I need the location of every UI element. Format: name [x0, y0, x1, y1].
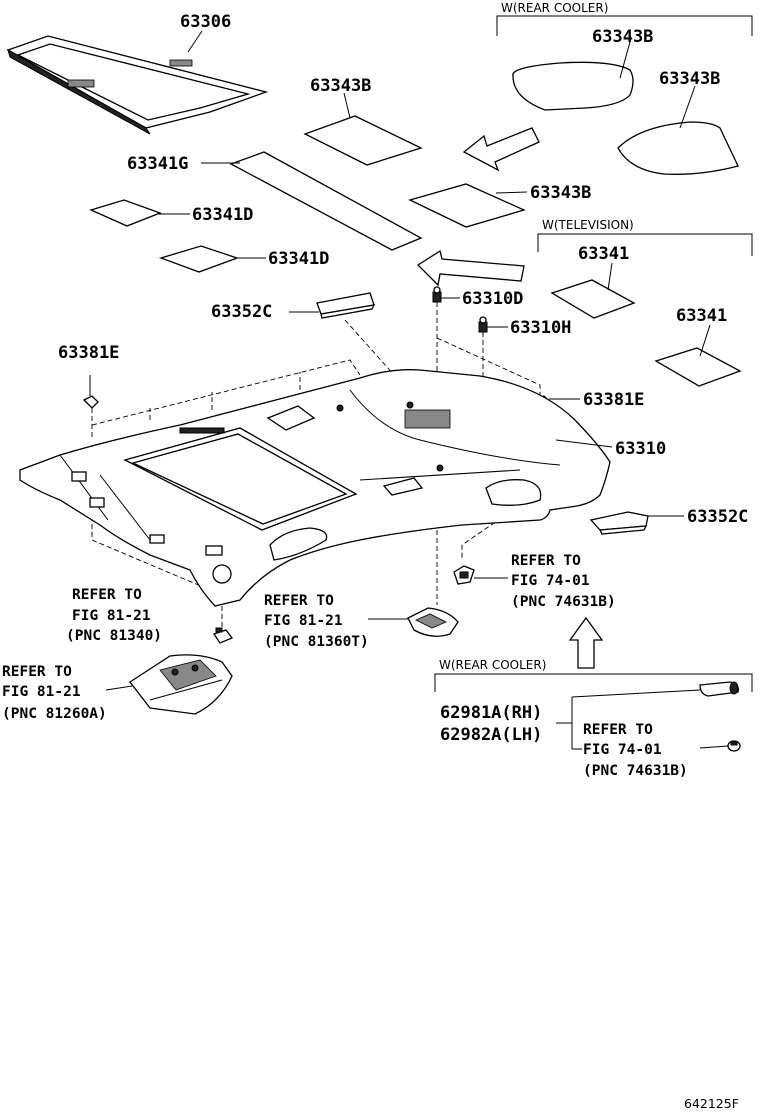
- label-63310d: 63310D: [462, 289, 523, 309]
- ref-block-74631b-lower[interactable]: REFER TO FIG 74-01 (PNC 74631B): [583, 722, 688, 779]
- pad-63343b-right[interactable]: [408, 183, 526, 228]
- pad-63343b-rear-b[interactable]: [617, 121, 739, 175]
- ref-block-81260a[interactable]: REFER TO FIG 81-21 (PNC 81260A): [2, 664, 107, 722]
- pad-63341-tv-b[interactable]: [654, 347, 742, 387]
- clip-63310h[interactable]: [478, 316, 488, 333]
- label-63341d-b: 63341D: [268, 249, 329, 269]
- label-63310h: 63310H: [510, 318, 571, 338]
- pad-63341d-a[interactable]: [89, 199, 162, 227]
- sunshade-63306[interactable]: [6, 35, 269, 135]
- strip-63341g[interactable]: [229, 151, 423, 251]
- label-63343b-c: 63343B: [310, 76, 371, 96]
- catalog-id: 642125F: [684, 1096, 739, 1111]
- ref-81340-line1: REFER TO: [72, 587, 142, 603]
- label-63341-b: 63341: [676, 306, 727, 326]
- overhead-console-81260a[interactable]: [129, 654, 233, 715]
- absorber-63352c-upper[interactable]: [316, 292, 376, 319]
- duct-62981a[interactable]: [699, 681, 739, 697]
- ref-81360t-line3: (PNC 81360T): [264, 634, 369, 650]
- vent-register-74631b[interactable]: [453, 565, 475, 585]
- group-header-television: W(TELEVISION): [542, 218, 634, 232]
- ref-74631b-lower-line1: REFER TO: [583, 722, 653, 738]
- ref-74631b-lower-line2: FIG 74-01: [583, 742, 662, 758]
- ref-block-81340[interactable]: REFER TO FIG 81-21 (PNC 81340): [66, 587, 162, 644]
- ref-74631b-upper-line3: (PNC 74631B): [511, 594, 616, 610]
- label-63343b-b: 63343B: [659, 69, 720, 89]
- group-header-rear-cooler-bottom: W(REAR COOLER): [439, 658, 546, 672]
- lamp-81340[interactable]: [212, 627, 234, 644]
- ref-81260a-line3: (PNC 81260A): [2, 706, 107, 722]
- ref-74631b-lower-line3: (PNC 74631B): [583, 763, 688, 779]
- label-63352c-lower: 63352C: [687, 507, 748, 527]
- pad-63341d-b[interactable]: [158, 245, 239, 273]
- label-63310: 63310: [615, 439, 666, 459]
- lamp-81360t[interactable]: [407, 607, 459, 637]
- pad-63343b-mid[interactable]: [303, 115, 423, 166]
- label-62982a: 62982A(LH): [440, 725, 542, 745]
- absorber-63352c-lower[interactable]: [589, 511, 649, 535]
- ref-81260a-line1: REFER TO: [2, 664, 72, 680]
- ref-81360t-line2: FIG 81-21: [264, 613, 343, 629]
- label-63352c-upper: 63352C: [211, 302, 272, 322]
- ref-81340-line3: (PNC 81340): [66, 628, 162, 644]
- label-63343b-a: 63343B: [592, 27, 653, 47]
- headliner-63310[interactable]: [19, 369, 611, 607]
- ref-74631b-upper-line2: FIG 74-01: [511, 573, 590, 589]
- ref-81260a-line2: FIG 81-21: [2, 684, 81, 700]
- ref-81360t-line1: REFER TO: [264, 593, 334, 609]
- pad-63343b-rear-a[interactable]: [512, 61, 634, 111]
- ref-74631b-upper-line1: REFER TO: [511, 553, 581, 569]
- ref-block-81360t[interactable]: REFER TO FIG 81-21 (PNC 81360T): [264, 593, 369, 650]
- ref-block-74631b-upper[interactable]: REFER TO FIG 74-01 (PNC 74631B): [511, 553, 616, 610]
- label-63381e-left: 63381E: [58, 343, 119, 363]
- label-63306: 63306: [180, 12, 231, 32]
- up-arrow-icon: [568, 616, 604, 669]
- ref-81340-line2: FIG 81-21: [72, 608, 151, 624]
- clip-63381e-left[interactable]: [82, 375, 99, 409]
- label-63381e-right: 63381E: [583, 390, 644, 410]
- label-63341g: 63341G: [127, 154, 188, 174]
- clip-74631b[interactable]: [727, 740, 741, 752]
- direction-arrow-icon: [462, 127, 540, 172]
- label-63341d-a: 63341D: [192, 205, 253, 225]
- label-63341-a: 63341: [578, 244, 629, 264]
- pad-63341-tv-a[interactable]: [550, 279, 636, 319]
- clip-63310d[interactable]: [432, 286, 442, 303]
- direction-arrow-icon: [416, 249, 525, 287]
- label-62981a: 62981A(RH): [440, 703, 542, 723]
- group-header-rear-cooler: W(REAR COOLER): [501, 1, 608, 15]
- label-63343b-d: 63343B: [530, 183, 591, 203]
